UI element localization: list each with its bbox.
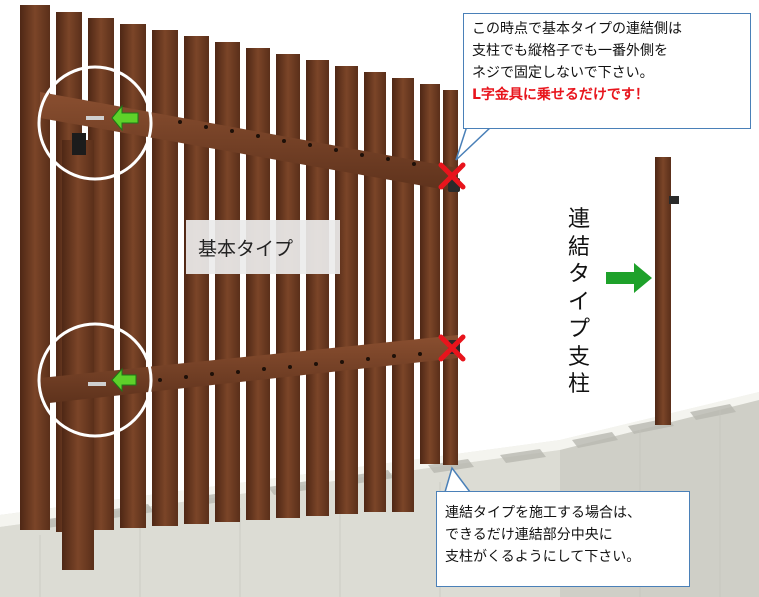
callout-bottom-line-1: 連結タイプを施工する場合は、 — [445, 505, 641, 521]
screw-icon — [88, 382, 106, 386]
upper-rail — [40, 92, 458, 192]
screw-icon — [86, 116, 104, 120]
callout-top-line-1: この時点で基本タイプの連結側は — [472, 21, 682, 37]
vlabel-char: プ — [567, 317, 590, 342]
vlabel-char: 連 — [567, 207, 590, 232]
vlabel-char: 結 — [567, 234, 590, 260]
vlabel-char: 支 — [567, 344, 590, 370]
red-cross-icon — [438, 162, 466, 362]
callout-top-warning: L字金具に乗せるだけです！ — [472, 87, 649, 103]
vlabel-char: イ — [567, 289, 590, 315]
vlabel-char: 柱 — [567, 372, 590, 397]
callout-bottom: 連結タイプを施工する場合は、 できるだけ連結部分中央に 支柱がくるようにして下さ… — [436, 491, 690, 587]
callout-top-line-2: 支柱でも縦格子でも一番外側を — [472, 43, 668, 59]
callout-top-line-3: ネジで固定しないで下さい。 — [472, 65, 654, 81]
main-post — [62, 140, 94, 570]
l-bracket-icon — [72, 133, 86, 155]
green-arrow-icon — [111, 367, 137, 393]
callout-bottom-line-3: 支柱がくるようにして下さい。 — [445, 549, 641, 565]
callout-top: この時点で基本タイプの連結側は 支柱でも縦格子でも一番外側を ネジで固定しないで… — [463, 13, 751, 129]
vlabel-char: タ — [567, 262, 590, 287]
detail-circle-bottom — [37, 322, 153, 438]
screw-holes — [158, 120, 422, 382]
basic-type-label: 基本タイプ — [186, 220, 340, 274]
lower-rail — [40, 335, 458, 404]
green-arrow-icon — [606, 263, 652, 293]
detail-circle-top — [37, 65, 153, 181]
callout-bottom-line-2: できるだけ連結部分中央に — [445, 527, 613, 543]
connecting-post — [655, 157, 679, 425]
connecting-post-label: 連 結 タ イ プ 支 柱 — [562, 206, 596, 399]
green-arrow-icon — [111, 104, 139, 132]
callout-top-pointer — [455, 125, 494, 161]
